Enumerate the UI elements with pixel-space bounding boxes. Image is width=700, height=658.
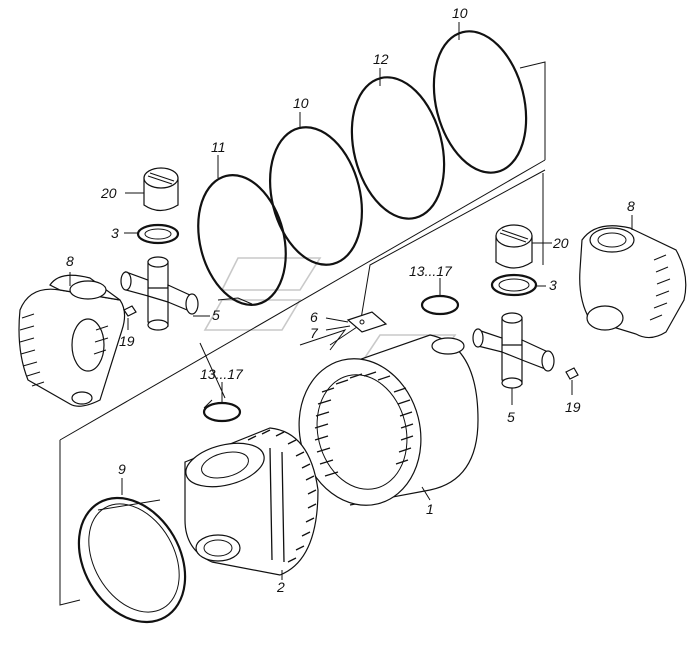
- callout-11: 11: [211, 139, 226, 155]
- callout-9: 9: [118, 461, 126, 477]
- callout-6: 6: [310, 309, 318, 325]
- seal-ring-11: [197, 174, 287, 306]
- cross-spider-left: [120, 256, 199, 331]
- callout-20-right: 20: [552, 235, 569, 251]
- callout-2: 2: [276, 579, 285, 595]
- callout-labels: 10 12 10 11 20 3 8 5 19 20 3 8 13...17 6…: [66, 5, 635, 595]
- callout-1: 1: [426, 501, 434, 517]
- seal-ring-10-a: [268, 126, 364, 266]
- callout-3-left: 3: [111, 225, 119, 241]
- callout-10-top: 10: [452, 5, 468, 21]
- callout-20-left: 20: [100, 185, 117, 201]
- callout-5-left: 5: [212, 307, 220, 323]
- seal-washer-3-right: [490, 273, 538, 297]
- seal-ring-12: [350, 76, 446, 220]
- flange-yoke-8-right: [579, 225, 687, 339]
- snap-ring-13-17-right: [420, 294, 460, 316]
- callout-13-17-left: 13...17: [200, 366, 244, 382]
- callout-10-mid: 10: [293, 95, 309, 111]
- axis-lines: [59, 61, 546, 606]
- cross-spider-right: [472, 312, 555, 389]
- bearing-cap-20-right: [495, 224, 533, 269]
- callout-5-right: 5: [507, 409, 515, 425]
- callout-13-17-right: 13...17: [409, 263, 453, 279]
- callout-7: 7: [310, 325, 319, 341]
- splined-yoke-hub-2: [184, 427, 319, 576]
- seal-ring-10-b: [432, 30, 528, 174]
- callout-12: 12: [373, 51, 389, 67]
- leader-lines: [69, 22, 633, 580]
- seal-washer-3-left: [136, 223, 180, 245]
- lock-plate-6-7: [346, 311, 388, 333]
- grease-plug-19-left: [123, 305, 137, 317]
- callout-8-left: 8: [66, 253, 74, 269]
- grease-plug-19-right: [565, 367, 579, 380]
- flange-yoke-8-left: [18, 274, 126, 407]
- bearing-cap-20-left: [143, 167, 179, 212]
- callout-3-right: 3: [549, 277, 557, 293]
- snap-ring-13-17-left: [202, 399, 242, 423]
- callout-19-right: 19: [565, 399, 581, 415]
- callout-19-left: 19: [119, 333, 135, 349]
- protective-cover-9: [77, 496, 187, 624]
- splined-sleeve-1: [298, 334, 479, 506]
- callout-8-right: 8: [627, 198, 635, 214]
